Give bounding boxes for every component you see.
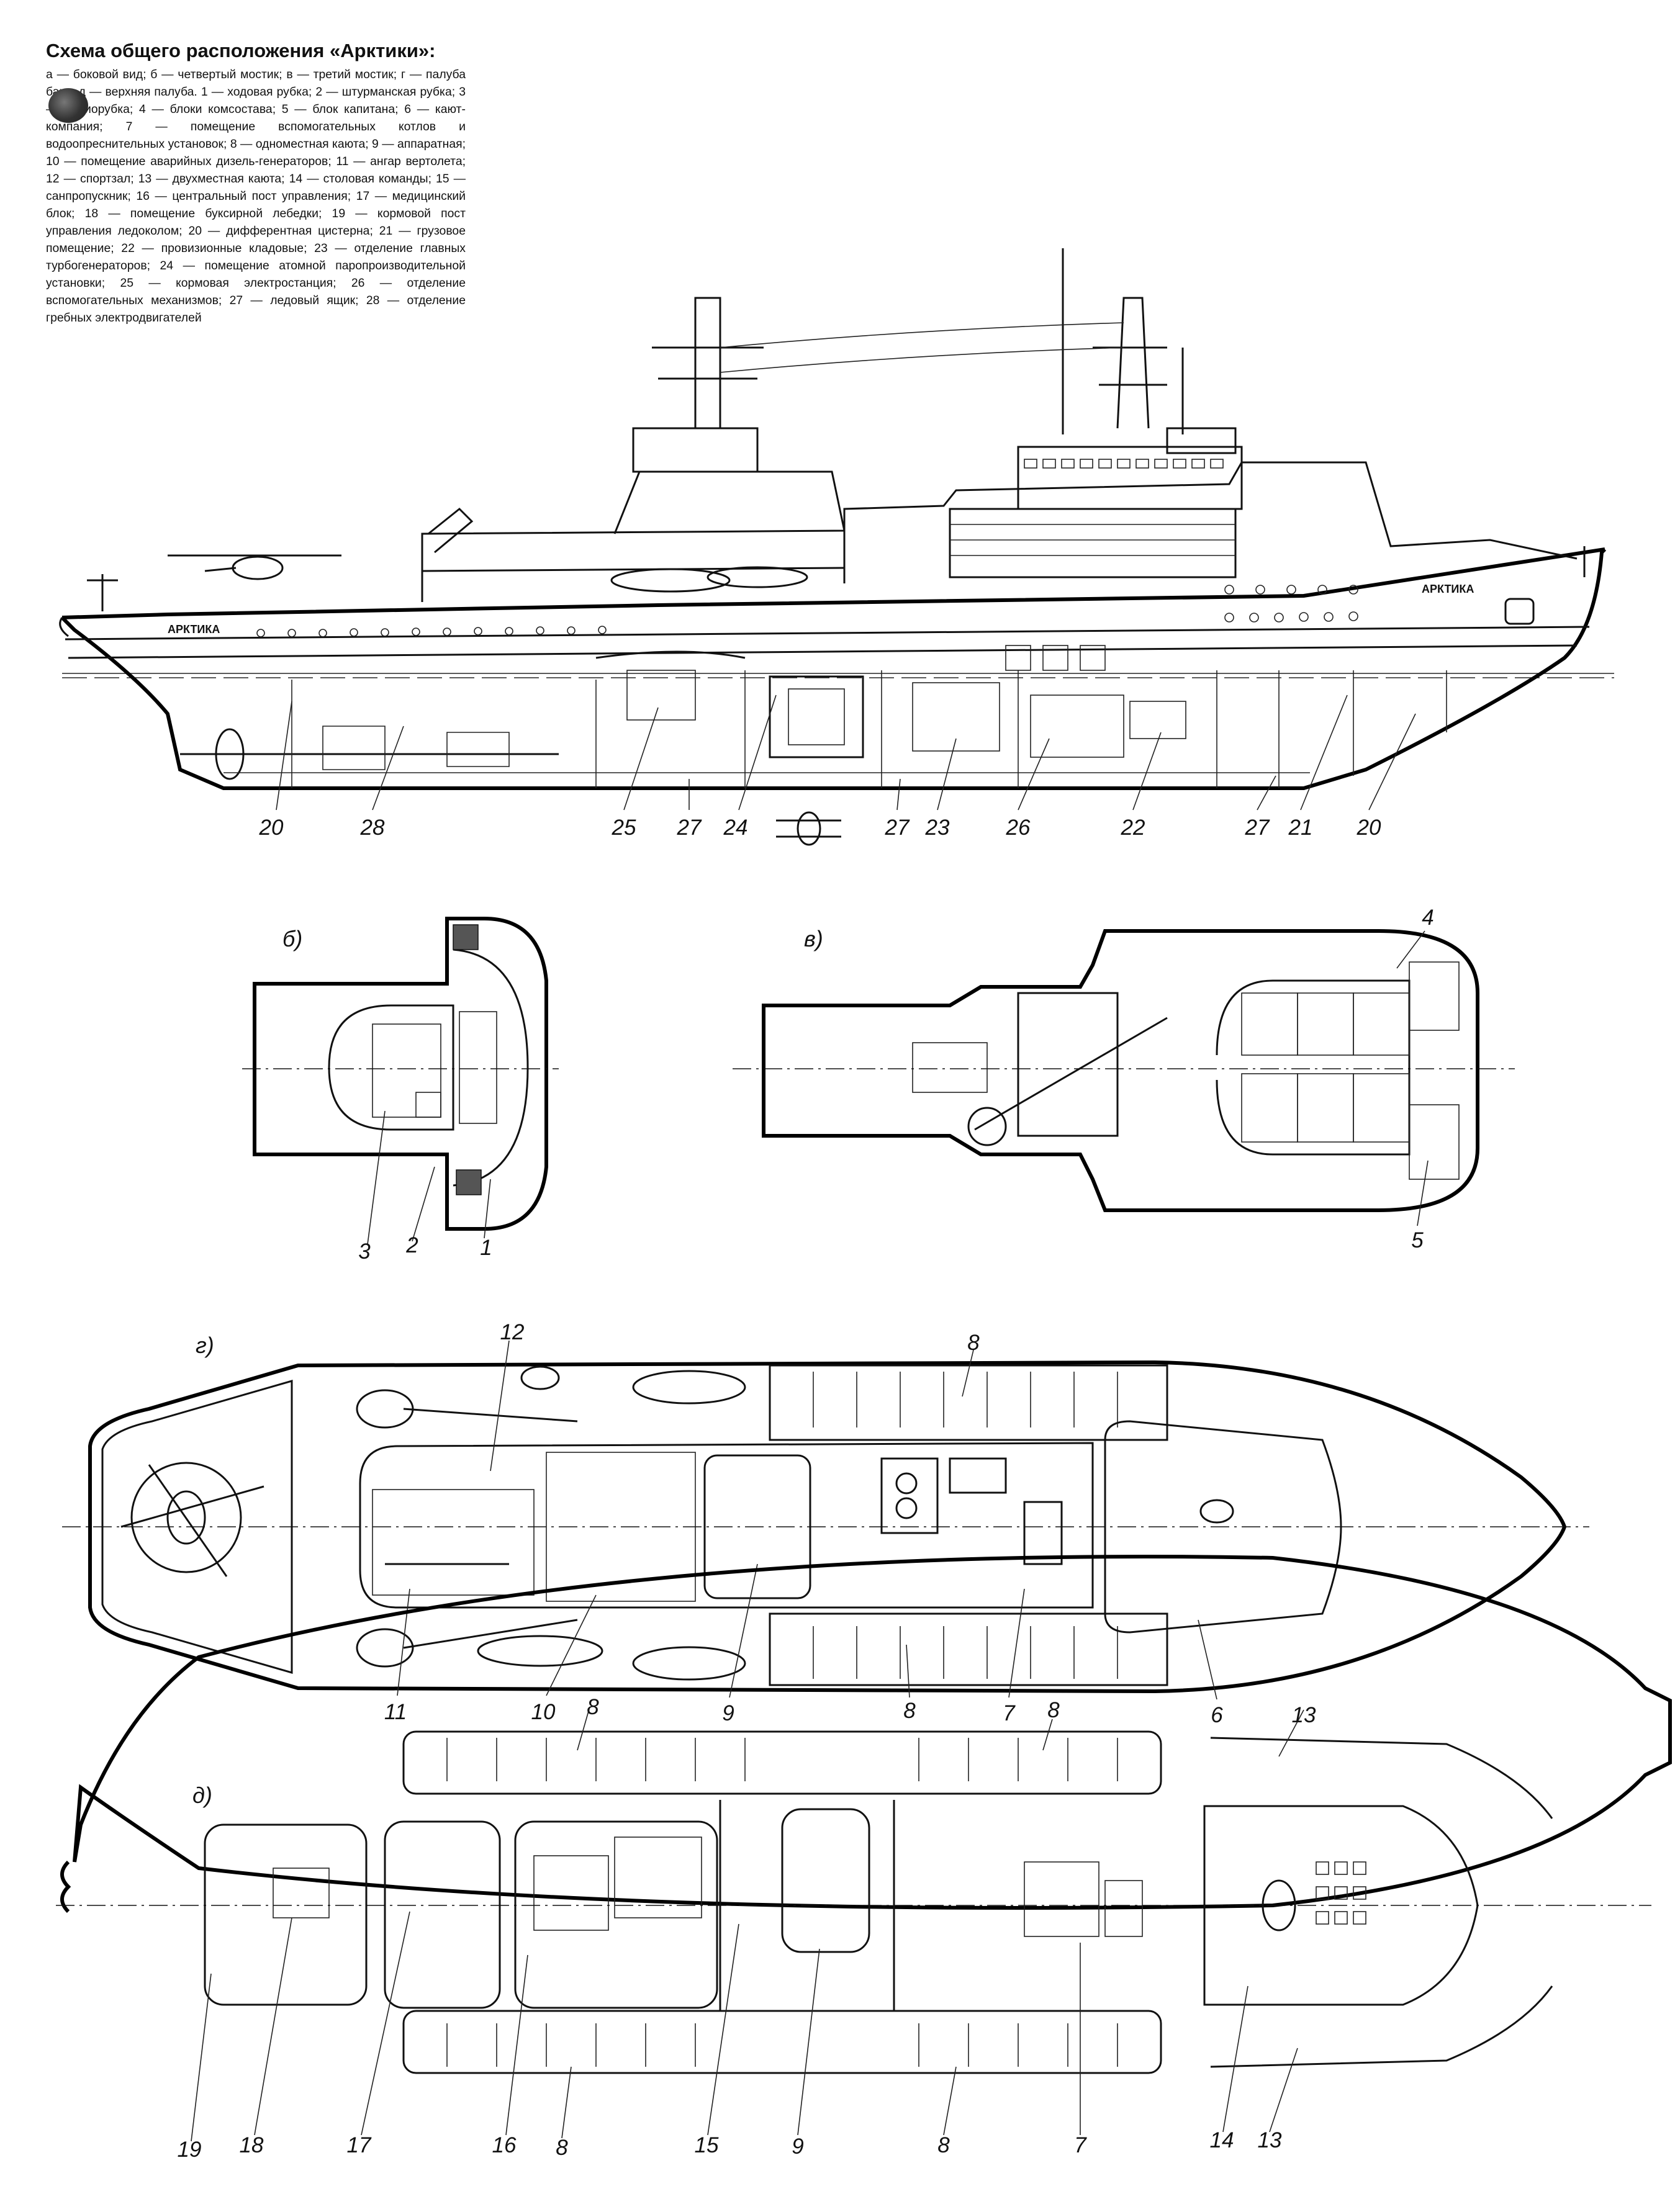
upper-superstructure	[1017, 446, 1243, 510]
fourth-bridge-plan: б) 3 2 1	[242, 917, 559, 1264]
callout-11: 11	[384, 1700, 407, 1724]
aft-mast	[694, 297, 721, 428]
lifeboat-bottom	[632, 1646, 746, 1681]
callout-28: 28	[360, 816, 385, 840]
stern-control-post-19	[204, 1823, 368, 2006]
helicopter-side	[168, 554, 341, 580]
lifeboat-top	[632, 1370, 746, 1405]
reactor-compartment	[769, 675, 864, 758]
callout-24: 24	[723, 816, 748, 840]
cabin-row-bottom	[769, 1612, 1168, 1686]
helicopter-pad	[120, 1462, 264, 1577]
callout-23: 23	[925, 816, 950, 840]
callout-2: 2	[405, 1233, 418, 1257]
callout-5: 5	[1411, 1228, 1424, 1252]
legend-body: а — боковой вид; б — четвертый мостик; в…	[46, 68, 466, 325]
funnel	[613, 470, 846, 534]
callout-16: 16	[492, 2133, 517, 2157]
callout-8-bottom: 8	[903, 1699, 916, 1723]
callout-13-top: 13	[1292, 1703, 1316, 1727]
callout-8-top: 8	[967, 1331, 980, 1355]
forecastle-deck-plan: г)	[62, 1320, 1589, 1727]
legend-title: Схема общего расположения «Арктики»:	[46, 40, 436, 61]
callout-22: 22	[1121, 816, 1145, 840]
stern-fender	[60, 1860, 71, 1913]
cabins-row-lower	[402, 2010, 1162, 2074]
main-deck-line	[61, 547, 1605, 619]
callout-14: 14	[1210, 2128, 1234, 2152]
callout-9-upper: 9	[792, 2134, 803, 2159]
equipment-room-upper	[781, 1808, 870, 1953]
callout-27-a: 27	[677, 816, 702, 840]
callout-17: 17	[347, 2133, 372, 2157]
callout-8-c: 8	[556, 2136, 568, 2160]
main-superstructure-plan	[359, 1442, 1094, 1609]
rotation-symbol	[776, 811, 841, 846]
view-letter-b: б)	[282, 926, 302, 951]
ink-stain	[48, 88, 88, 123]
callout-8-a: 8	[587, 1695, 599, 1719]
bridge4-outline	[253, 917, 548, 1231]
callout-27-c: 27	[1245, 816, 1270, 840]
side-view-labels: 20 28 25 27 24 27 23 26 22 27 21 20	[259, 816, 1381, 840]
callout-18: 18	[240, 2133, 264, 2157]
superstructure-block	[949, 508, 1237, 578]
callout-9: 9	[722, 1701, 734, 1725]
bow-emblem	[1504, 598, 1535, 625]
hull-outline	[60, 547, 1607, 790]
ship-name-bow: АРКТИКА	[1422, 583, 1474, 595]
bridge3-outline	[762, 929, 1479, 1212]
callout-6: 6	[1211, 1703, 1223, 1727]
view-letter-d: д)	[192, 1783, 212, 1808]
callout-12: 12	[500, 1320, 525, 1344]
ship-name-stern: АРКТИКА	[168, 623, 220, 636]
propeller	[215, 728, 245, 780]
cabins-row-upper	[402, 1730, 1162, 1795]
cabin-row-top	[769, 1364, 1168, 1441]
callout-20-bow: 20	[1357, 816, 1381, 840]
callout-27-b: 27	[885, 816, 910, 840]
upper-deck-outline	[73, 1555, 1672, 1910]
callout-7-upper: 7	[1074, 2133, 1087, 2157]
central-control-post	[514, 1820, 718, 2009]
callout-10: 10	[531, 1700, 556, 1724]
view-letter-g: г)	[196, 1333, 214, 1358]
callout-21: 21	[1288, 816, 1313, 840]
callout-25: 25	[612, 816, 636, 840]
funnel-plan	[1017, 992, 1119, 1137]
legend: Схема общего расположения «Арктики»: а —…	[46, 40, 466, 326]
callout-8-d: 8	[937, 2133, 950, 2157]
callout-7: 7	[1003, 1701, 1016, 1725]
third-bridge-plan: в) 4 5	[733, 906, 1515, 1252]
callout-19: 19	[178, 2138, 202, 2162]
callout-8-b: 8	[1047, 1698, 1060, 1722]
callout-3: 3	[358, 1239, 371, 1264]
callout-26: 26	[1006, 816, 1031, 840]
view-letter-v: в)	[804, 926, 823, 951]
callout-15: 15	[695, 2133, 719, 2157]
callout-4: 4	[1422, 906, 1433, 930]
side-view: АРКТИКА АРКТИКА	[59, 248, 1614, 846]
callout-13-bottom: 13	[1258, 2128, 1282, 2152]
upper-deck-plan: д)	[56, 1555, 1672, 2162]
callout-1: 1	[480, 1236, 492, 1260]
fore-mast	[1116, 297, 1150, 429]
lifeboat-side	[610, 568, 731, 593]
callout-20-stern: 20	[259, 816, 284, 840]
